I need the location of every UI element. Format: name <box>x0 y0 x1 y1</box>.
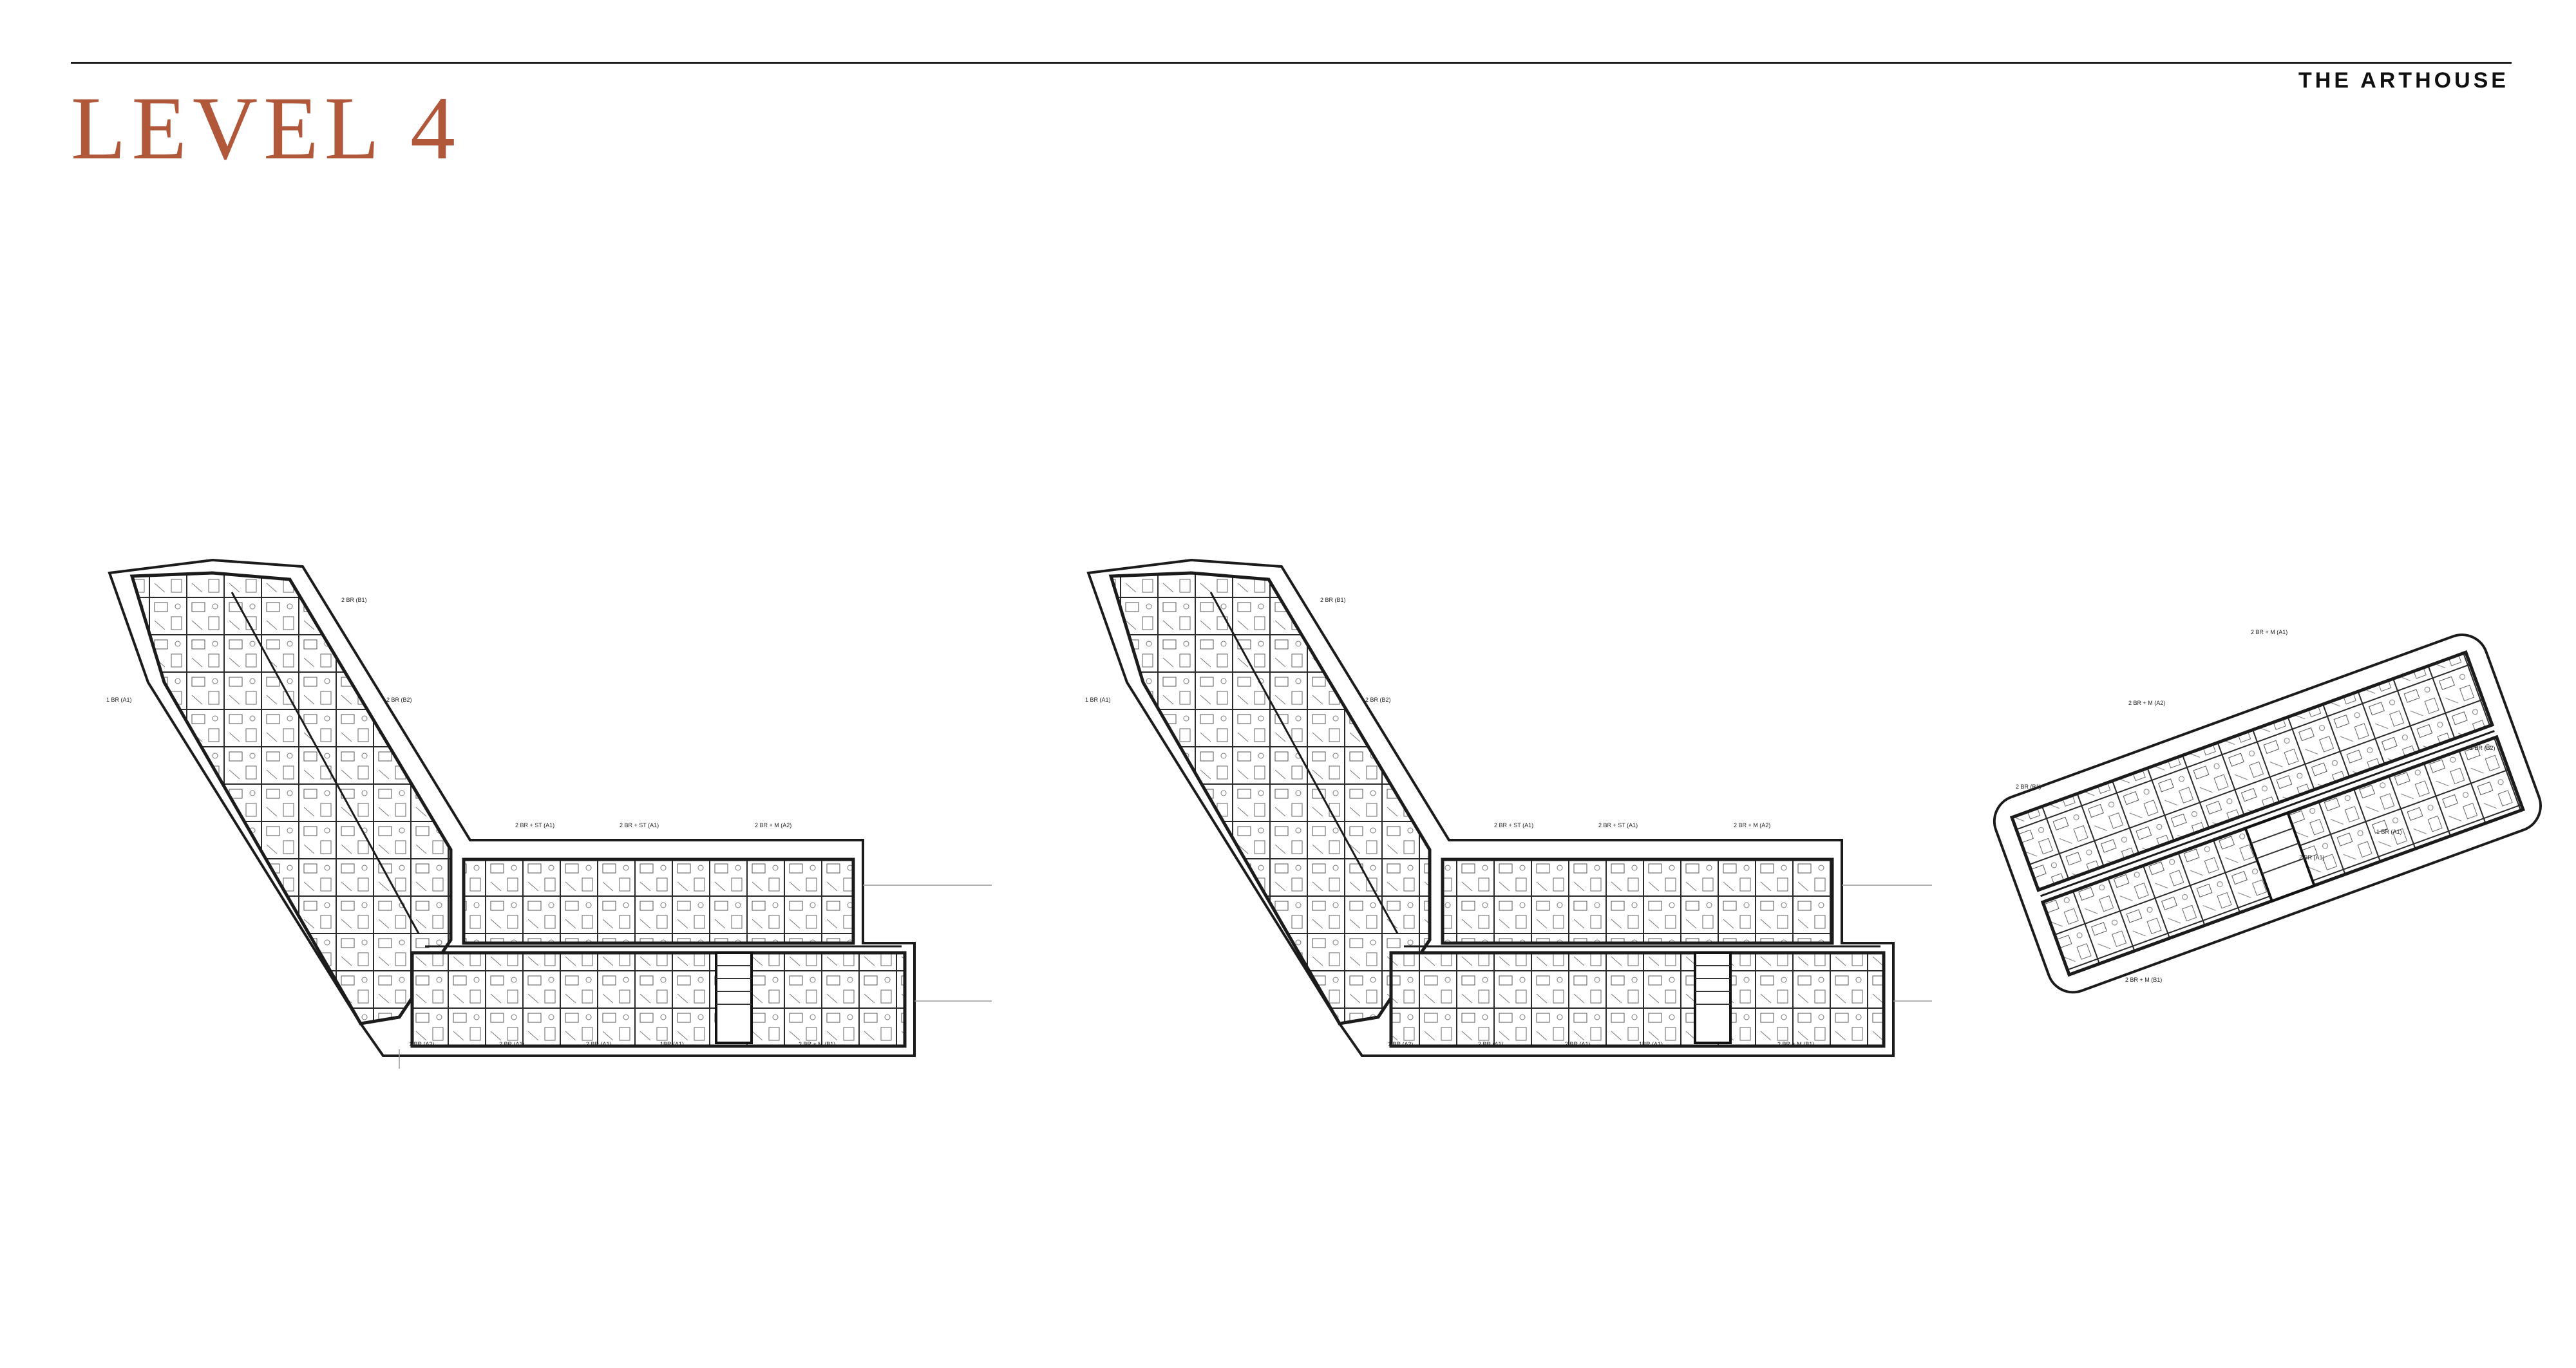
right-block-plan <box>1993 633 2542 994</box>
unit-label: 2 BR + M (A2) <box>755 822 791 829</box>
unit-label: 2 BR + M (A2) <box>2128 700 2165 706</box>
unit-label: 1 BR (A2) <box>1388 1041 1414 1047</box>
unit-label: 2 BR + ST (A1) <box>1494 822 1533 829</box>
brand-name: THE ARTHOUSE <box>2298 68 2509 93</box>
unit-label: 2 BR + ST (A1) <box>1598 822 1638 829</box>
unit-label: 2 BR (B2) <box>386 697 412 703</box>
level-title: LEVEL 4 <box>71 79 461 178</box>
left-wing-plan: 1 BR (A1) 2 BR (B1) 2 BR (B2) 2 BR + ST … <box>106 558 992 1069</box>
unit-label: 1 BR (A1) <box>106 697 132 703</box>
unit-label: 2 BR (A1) <box>1478 1041 1504 1047</box>
middle-wing-plan: 1 BR (A1) 2 BR (B1) 2 BR (B2) 2 BR + ST … <box>1085 558 1932 1057</box>
unit-label: 2 BR (A1) <box>499 1041 525 1047</box>
unit-label: 2 BR (B1) <box>341 597 367 603</box>
unit-label: 2 BR + M (B1) <box>1777 1041 1814 1047</box>
unit-label: 2 BR (B1) <box>1320 597 1346 603</box>
unit-label: 2 BR (A1) <box>2299 854 2325 861</box>
header-rule <box>71 62 2512 64</box>
unit-label: 2 BR + ST (A1) <box>515 822 554 829</box>
unit-label: 2 BR (A1) <box>1565 1041 1591 1047</box>
unit-label: 2 BR + M (A1) <box>2251 629 2287 635</box>
unit-label: 1 BR (A2) <box>409 1041 435 1047</box>
unit-label: 2 BR + M (B1) <box>799 1041 835 1047</box>
unit-label: 2 BR + ST (A1) <box>620 822 659 829</box>
unit-label: 2 BR (B1) <box>2016 783 2041 790</box>
unit-label: 1 BR (A1) <box>2376 829 2402 835</box>
unit-label: 1BR (A1) <box>660 1041 684 1047</box>
unit-label: 1BR (A1) <box>1639 1041 1663 1047</box>
unit-label: 1 BR (A1) <box>1085 697 1111 703</box>
unit-label: 2 BR + M (B1) <box>2125 977 2162 983</box>
unit-label: 2 BR (A1) <box>586 1041 612 1047</box>
unit-label: 2 BR (B2) <box>1365 697 1391 703</box>
unit-label: 2 BR (B2) <box>2470 745 2496 751</box>
unit-label: 2 BR + M (A2) <box>1734 822 1770 829</box>
